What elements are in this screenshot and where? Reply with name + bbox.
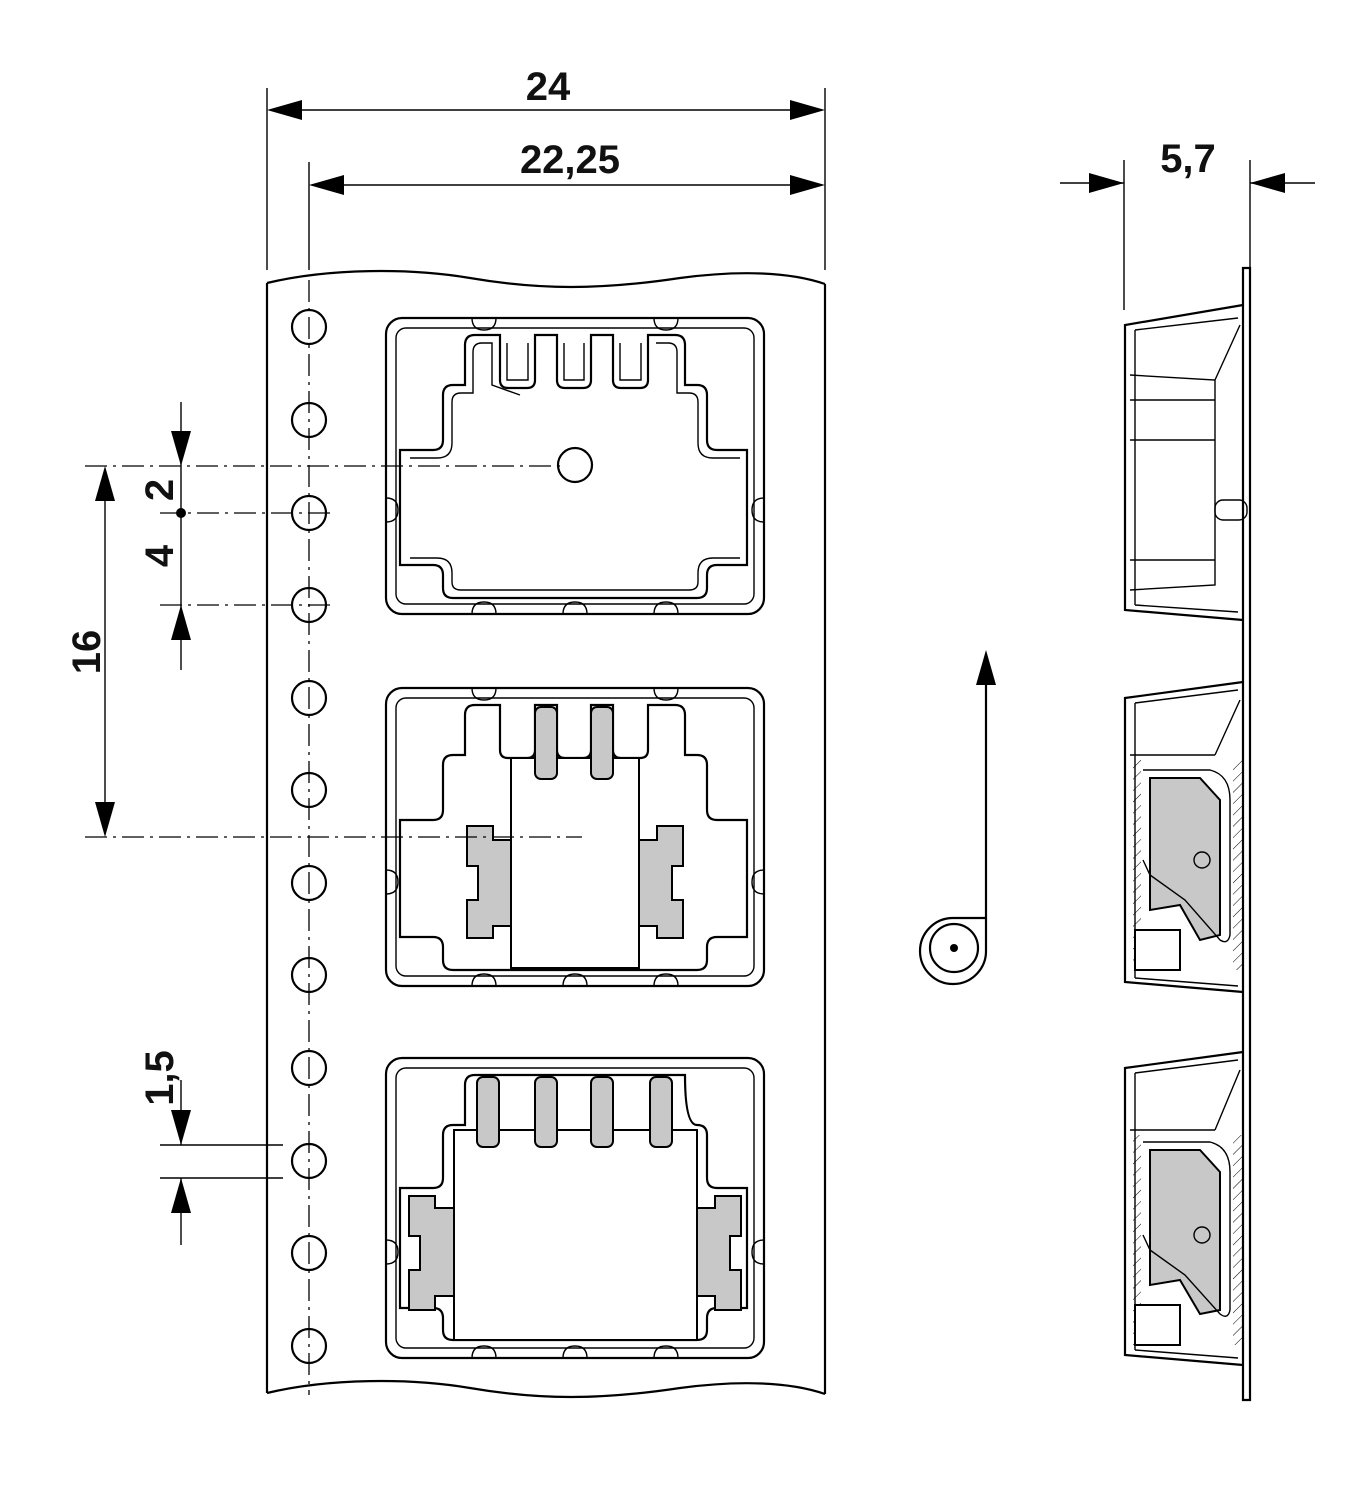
- dimension-tape-width: 24: [266, 65, 826, 270]
- sprocket-hole: [290, 1327, 328, 1365]
- pocket-with-component-small: [384, 686, 766, 988]
- dim-label-22-25: 22,25: [520, 138, 620, 182]
- reel-icon: [918, 916, 988, 986]
- feed-direction-arrow-icon: [976, 650, 996, 950]
- sprocket-hole: [290, 1142, 328, 1180]
- dimension-hole-diameter: 1,5: [138, 1050, 283, 1245]
- sprocket-hole: [290, 1049, 328, 1087]
- pocket-with-component-large: [384, 1056, 766, 1360]
- sprocket-hole: [290, 1234, 328, 1272]
- sprocket-hole: [290, 864, 328, 902]
- sprocket-holes: [290, 308, 328, 1365]
- dim-label-1-5: 1,5: [138, 1050, 182, 1106]
- dimension-hole-to-edge: 22,25: [308, 138, 825, 270]
- dim-label-4: 4: [138, 544, 182, 567]
- dimension-pocket-depth: 5,7: [1060, 137, 1315, 310]
- pocket-empty: [384, 316, 766, 616]
- side-view: [1123, 266, 1252, 1402]
- sprocket-hole: [290, 401, 328, 439]
- sprocket-hole: [290, 308, 328, 346]
- sprocket-hole: [290, 771, 328, 809]
- dimension-offset-2: 2: [138, 402, 191, 518]
- dimension-pocket-pitch: 16: [65, 466, 115, 837]
- sprocket-hole: [290, 679, 328, 717]
- dim-label-5-7: 5,7: [1160, 137, 1216, 181]
- dimension-hole-pitch: 4: [138, 513, 191, 670]
- carrier-tape: [265, 269, 827, 1399]
- dim-label-24: 24: [526, 65, 571, 109]
- dim-label-16: 16: [65, 630, 109, 675]
- sprocket-hole: [290, 956, 328, 994]
- dim-label-2: 2: [138, 479, 182, 501]
